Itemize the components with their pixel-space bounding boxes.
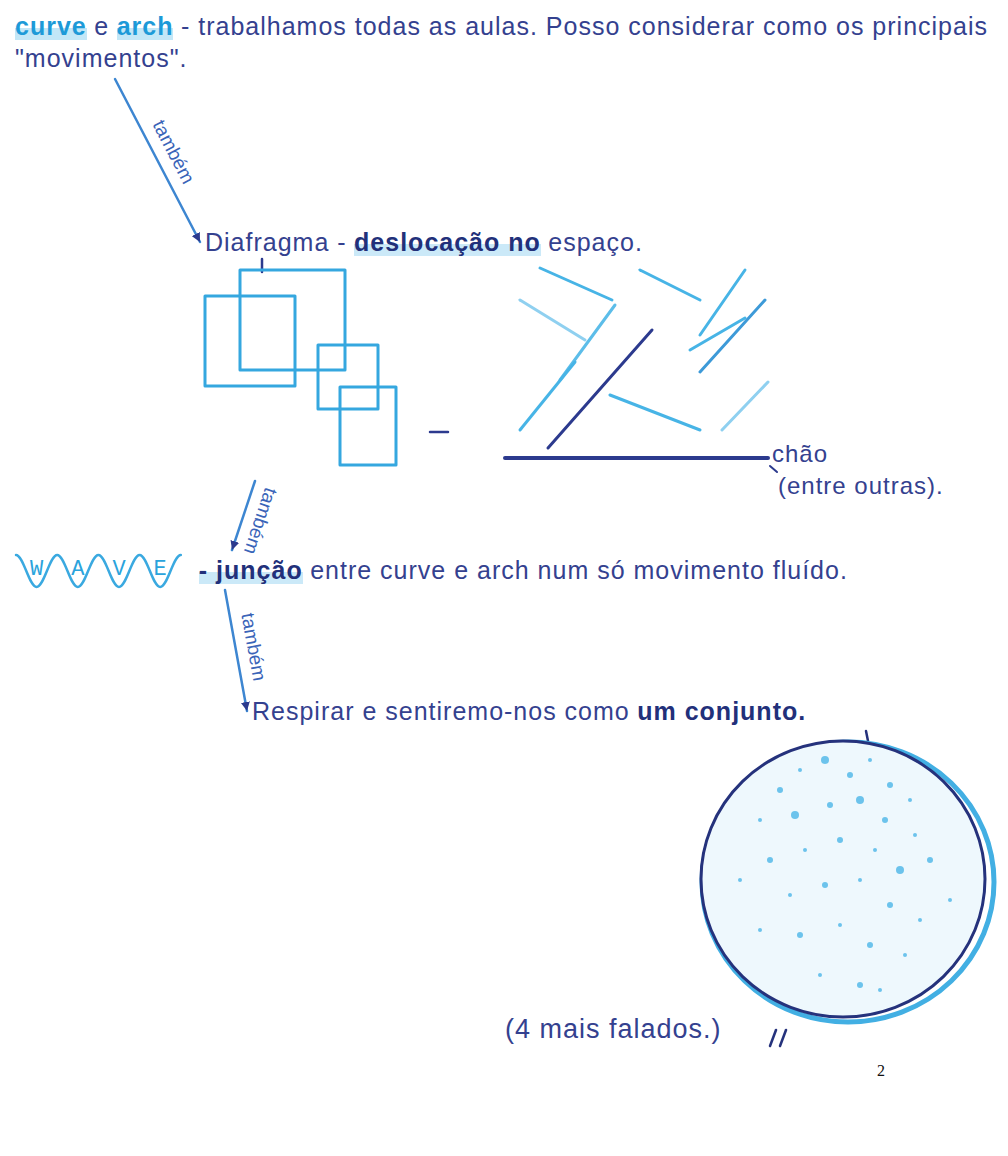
dot xyxy=(867,942,873,948)
note-label: (entre outras). xyxy=(778,472,944,500)
circle-outline xyxy=(702,742,994,1022)
note-text-part: arch xyxy=(117,12,174,40)
slash-marks xyxy=(770,1030,786,1046)
stroke xyxy=(520,362,575,430)
dot xyxy=(868,758,872,762)
tick-line xyxy=(866,731,868,741)
circle-outline xyxy=(701,741,985,1017)
dot xyxy=(858,878,862,882)
note-item: Diafragma -deslocação noespaço. xyxy=(205,226,765,476)
page-number: 2 xyxy=(877,1062,886,1080)
dot xyxy=(918,918,922,922)
dash-mark xyxy=(430,431,448,434)
slash xyxy=(780,1030,786,1046)
lines-drawing xyxy=(505,268,768,458)
square xyxy=(205,296,295,386)
arrow-label: também xyxy=(237,612,271,683)
note-text-part: deslocação no xyxy=(354,228,541,256)
dot xyxy=(948,898,952,902)
square xyxy=(240,270,345,370)
arrow-label: também xyxy=(239,485,282,557)
dot xyxy=(903,953,907,957)
dot xyxy=(797,932,803,938)
dot xyxy=(847,772,853,778)
floor-line xyxy=(505,456,768,460)
circle-dots xyxy=(738,756,952,992)
note-text-part: um conjunto. xyxy=(637,697,806,725)
stroke xyxy=(700,270,745,335)
note-text-part: entre curve e arch num só movimento fluí… xyxy=(310,556,848,584)
dot xyxy=(798,768,802,772)
floor-label: chão xyxy=(772,440,828,468)
dot xyxy=(818,973,822,977)
dot xyxy=(837,837,843,843)
dot xyxy=(821,756,829,764)
square xyxy=(340,387,396,465)
dot xyxy=(873,848,877,852)
slash xyxy=(770,1030,776,1046)
dot xyxy=(738,878,742,882)
note-text: Diafragma - xyxy=(205,228,347,256)
dot xyxy=(758,928,762,932)
stroke xyxy=(540,268,612,300)
dot xyxy=(856,796,864,804)
dot xyxy=(767,857,773,863)
arrow-connector xyxy=(115,79,200,242)
stroke xyxy=(690,318,745,350)
square xyxy=(318,345,378,409)
dot xyxy=(777,787,783,793)
note-text-part: e xyxy=(94,12,109,40)
note-text: curve xyxy=(15,12,87,40)
stroke xyxy=(640,270,700,300)
dot xyxy=(913,833,917,837)
dot xyxy=(896,866,904,874)
note-item: Respirar e sentiremo-nos comoum conjunto… xyxy=(252,695,992,727)
note-text-part: espaço. xyxy=(548,228,643,256)
dot xyxy=(908,798,912,802)
dot xyxy=(927,857,933,863)
note-heading: curveearch- trabalhamos todas as aulas. … xyxy=(15,10,995,74)
stroke xyxy=(520,300,585,340)
stroke xyxy=(700,300,765,372)
note-item: WAVE- junçãoentre curve e arch num só mo… xyxy=(10,555,1000,585)
dot xyxy=(838,923,842,927)
dot xyxy=(827,802,833,808)
note-text-part: - junção xyxy=(199,556,303,584)
arrow-label: também xyxy=(148,117,199,188)
note-label: (4 mais falados.) xyxy=(505,1014,722,1045)
dot xyxy=(788,893,792,897)
note-text: Respirar e sentiremo-nos como xyxy=(252,697,630,725)
note-text: WAVE xyxy=(30,555,195,585)
squares-drawing xyxy=(205,270,396,465)
stroke xyxy=(610,395,700,430)
stroke xyxy=(722,382,768,430)
stroke xyxy=(548,330,652,448)
dot xyxy=(758,818,762,822)
dot xyxy=(887,902,893,908)
dot xyxy=(882,817,888,823)
dot xyxy=(887,782,893,788)
dot xyxy=(878,988,882,992)
dot xyxy=(803,848,807,852)
dot xyxy=(857,982,863,988)
dot xyxy=(791,811,799,819)
dot xyxy=(822,882,828,888)
